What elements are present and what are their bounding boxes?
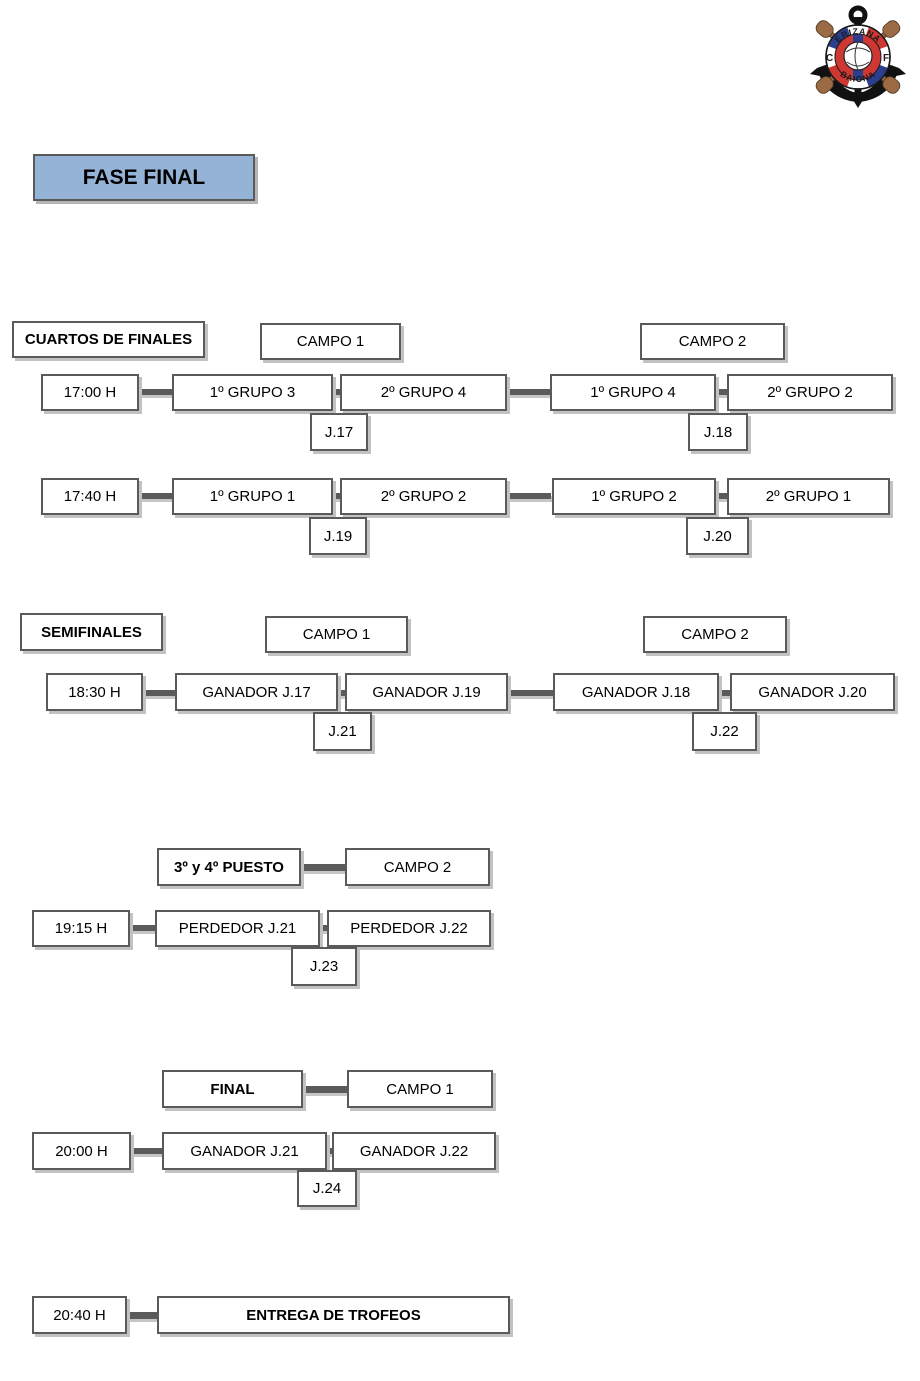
team-box: GANADOR J.18: [553, 673, 719, 711]
team-box: 1º GRUPO 3: [172, 374, 333, 411]
match-number-box: J.24: [297, 1170, 357, 1207]
ball-icon: [843, 41, 873, 71]
svg-text:BAIONA: BAIONA: [839, 69, 878, 84]
connector: [142, 690, 175, 696]
time-box: 19:15 H: [32, 910, 130, 947]
team-box: 2º GRUPO 4: [340, 374, 507, 411]
section-header-semifinales: SEMIFINALES: [20, 613, 163, 651]
match-number-box: J.19: [309, 517, 367, 555]
team-box: GANADOR J.21: [162, 1132, 327, 1170]
club-crest-logo: ERIZANA BAIONA C F: [810, 5, 906, 108]
club-letter-c: C: [826, 53, 833, 64]
connector: [325, 1148, 334, 1154]
match-number-box: J.21: [313, 712, 372, 751]
cuartos-campo2-header: CAMPO 2: [640, 323, 785, 360]
connector: [505, 389, 551, 395]
team-box: GANADOR J.20: [730, 673, 895, 711]
team-box: 1º GRUPO 1: [172, 478, 333, 515]
team-box: GANADOR J.17: [175, 673, 338, 711]
section-header-tercer-puesto: 3º y 4º PUESTO: [157, 848, 301, 886]
section-header-final: FINAL: [162, 1070, 303, 1108]
final-campo-header: CAMPO 1: [347, 1070, 493, 1108]
match-number-box: J.22: [692, 712, 757, 751]
team-box: GANADOR J.19: [345, 673, 508, 711]
connector: [714, 493, 728, 499]
connector: [300, 864, 346, 871]
connector: [330, 389, 342, 395]
entrega-trofeos-box: ENTREGA DE TROFEOS: [157, 1296, 510, 1334]
connector: [129, 925, 156, 931]
time-box: 17:00 H: [41, 374, 139, 411]
time-box: 18:30 H: [46, 673, 143, 711]
connector: [336, 690, 347, 696]
match-number-box: J.18: [688, 413, 748, 451]
connector: [505, 493, 551, 499]
match-number-box: J.23: [291, 947, 357, 986]
connector: [318, 925, 329, 931]
connector: [138, 389, 173, 395]
team-box: 1º GRUPO 4: [550, 374, 716, 411]
cuartos-campo1-header: CAMPO 1: [260, 323, 401, 360]
team-box: 2º GRUPO 2: [340, 478, 507, 515]
connector: [717, 690, 732, 696]
connector: [138, 493, 173, 499]
connector: [130, 1148, 163, 1154]
page-title: FASE FINAL: [33, 154, 255, 201]
team-box: GANADOR J.22: [332, 1132, 496, 1170]
time-box: 20:40 H: [32, 1296, 127, 1334]
connector: [302, 1086, 348, 1093]
semis-campo2-header: CAMPO 2: [643, 616, 787, 653]
team-box: 2º GRUPO 1: [727, 478, 890, 515]
connector: [714, 389, 728, 395]
tercer-puesto-campo-header: CAMPO 2: [345, 848, 490, 886]
club-letter-f: F: [883, 53, 889, 64]
connector: [330, 493, 342, 499]
match-number-box: J.20: [686, 517, 749, 555]
club-name-bottom: BAIONA: [839, 69, 877, 84]
match-number-box: J.17: [310, 413, 368, 451]
team-box: PERDEDOR J.22: [327, 910, 491, 947]
section-header-cuartos: CUARTOS DE FINALES: [12, 321, 205, 358]
connector: [126, 1312, 158, 1319]
semis-campo1-header: CAMPO 1: [265, 616, 408, 653]
team-box: 2º GRUPO 2: [727, 374, 893, 411]
team-box: PERDEDOR J.21: [155, 910, 320, 947]
connector: [506, 690, 553, 696]
time-box: 20:00 H: [32, 1132, 131, 1170]
time-box: 17:40 H: [41, 478, 139, 515]
team-box: 1º GRUPO 2: [552, 478, 716, 515]
